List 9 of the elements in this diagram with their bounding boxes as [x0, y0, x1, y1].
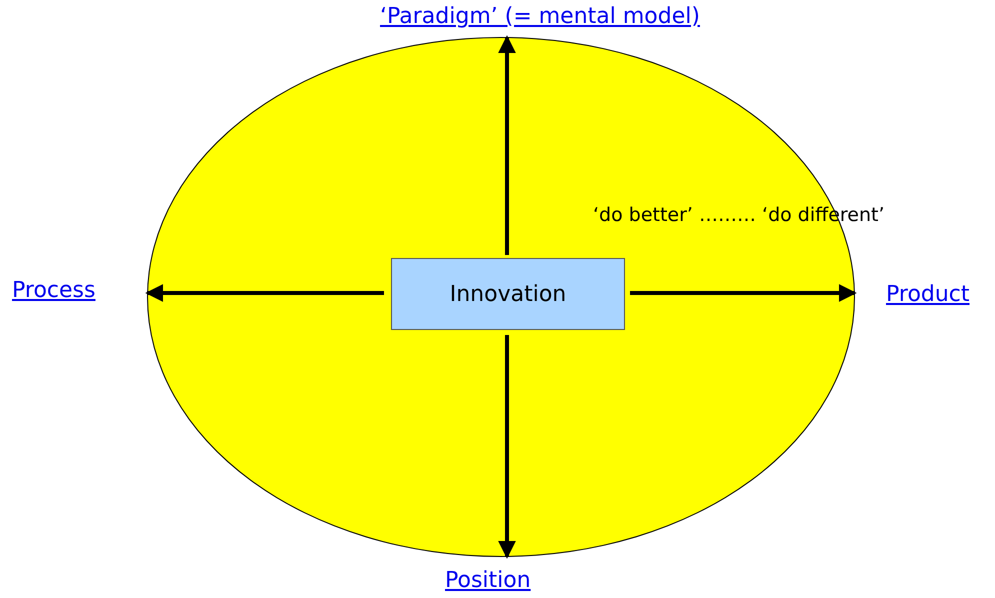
arrow [498, 335, 516, 559]
link: Position [445, 568, 531, 593]
process-box: Innovation [391, 258, 625, 330]
arrow [498, 35, 516, 255]
link: ‘Paradigm’ (= mental model) [380, 4, 700, 29]
arrow [630, 284, 857, 302]
link: Process [12, 278, 96, 303]
arrow [145, 284, 384, 302]
link: Product [886, 282, 970, 307]
